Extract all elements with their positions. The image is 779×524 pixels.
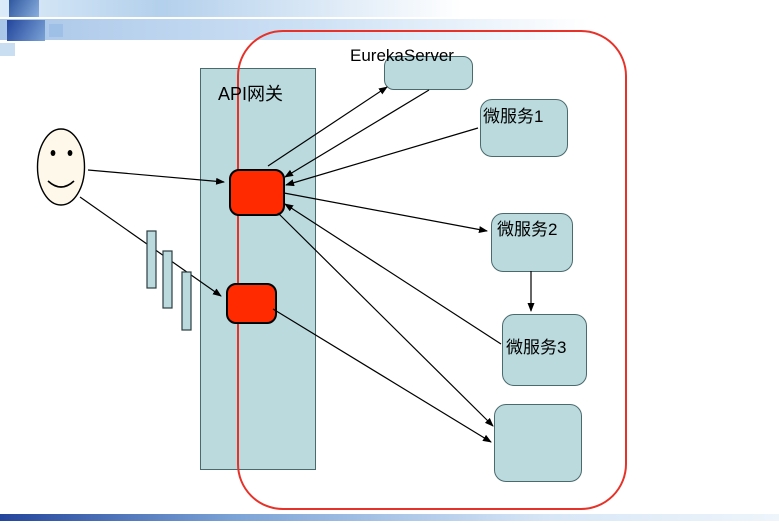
user-smiley-icon — [36, 128, 86, 206]
network-break-bars-icon — [146, 230, 192, 331]
microservice-1-node — [480, 99, 568, 157]
microservice-3-label: 微服务3 — [506, 338, 567, 357]
arrow-route-to-service4 — [277, 212, 494, 427]
header-blue-square-4 — [0, 43, 15, 56]
microservice-3-node — [502, 314, 587, 386]
api-gateway-panel — [200, 68, 316, 470]
arrow-filter-to-service4 — [272, 308, 492, 443]
eureka-server-label: EurekaServer — [350, 46, 454, 65]
header-gradient-band-bottom — [0, 19, 588, 40]
microservice-2-node — [491, 213, 573, 272]
footer-gradient-bar — [0, 514, 779, 521]
service-box-4-node — [494, 404, 582, 482]
header-blue-square-1 — [9, 0, 39, 17]
arrow-service3-to-route — [284, 203, 502, 345]
system-boundary — [237, 30, 627, 510]
header-blue-square-3 — [49, 24, 63, 37]
arrow-user-to-route — [87, 169, 225, 185]
api-gateway-label: API网关 — [218, 84, 284, 104]
arrow-route-to-eureka — [267, 86, 388, 167]
eureka-server-node — [384, 56, 473, 90]
header-blue-square-2 — [7, 20, 45, 41]
header-gradient-band-top — [0, 0, 462, 17]
arrow-service1-to-route — [285, 127, 479, 187]
arrow-route-to-service2 — [283, 192, 488, 233]
gateway-route-node — [229, 169, 285, 216]
gateway-filter-node — [226, 283, 277, 324]
microservice-2-label: 微服务2 — [497, 220, 558, 239]
microservice-1-label: 微服务1 — [483, 107, 544, 126]
arrow-eureka-to-route — [284, 89, 430, 178]
